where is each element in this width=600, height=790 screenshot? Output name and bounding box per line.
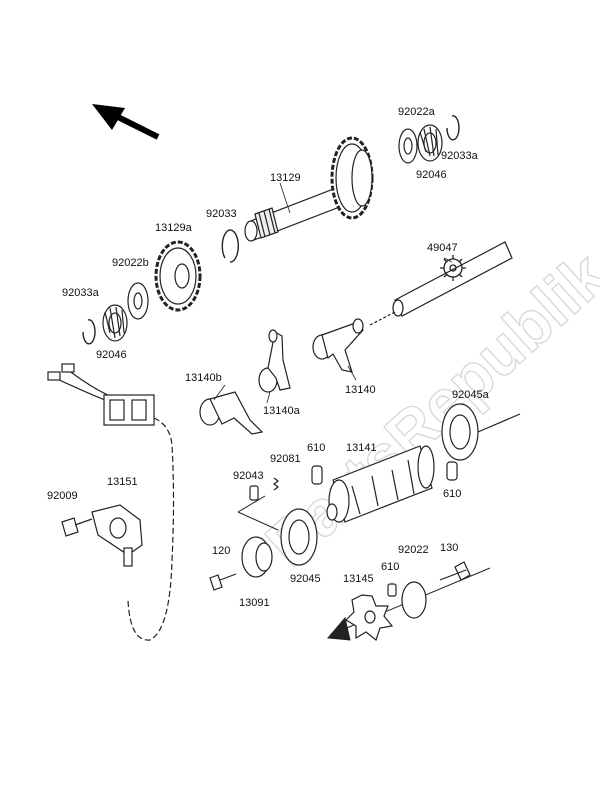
circlip-92033a-left xyxy=(82,319,96,345)
label-13145: 13145 xyxy=(343,573,374,585)
bolt-92009 xyxy=(61,517,93,537)
shift-fork-13140 xyxy=(312,318,364,373)
shift-drum-13141 xyxy=(326,445,435,523)
label-92043: 92043 xyxy=(233,470,264,482)
bolt-120 xyxy=(209,573,237,591)
label-49047: 49047 xyxy=(427,242,458,254)
pin-610-a xyxy=(311,465,323,485)
label-13151: 13151 xyxy=(107,476,138,488)
label-13141: 13141 xyxy=(346,442,377,454)
needle-bearing-92046-left xyxy=(102,304,128,342)
needle-bearing-92046-top xyxy=(417,124,443,162)
label-92022a: 92022a xyxy=(398,106,436,118)
label-92033a-left: 92033a xyxy=(62,287,100,299)
label-120: 120 xyxy=(212,545,230,557)
pin-610-b xyxy=(446,461,458,481)
pin-610-c xyxy=(387,583,397,597)
direction-arrow-icon xyxy=(92,104,160,140)
label-610-a: 610 xyxy=(307,442,325,454)
label-92045: 92045 xyxy=(290,573,321,585)
label-92022: 92022 xyxy=(398,544,429,556)
label-92009: 92009 xyxy=(47,490,78,502)
collar-13091 xyxy=(241,536,273,578)
wire-connector xyxy=(47,363,75,381)
washer-92022a xyxy=(398,128,418,164)
shift-fork-13140a xyxy=(258,329,291,393)
label-92046-left: 92046 xyxy=(96,349,127,361)
gear-icon xyxy=(440,255,466,281)
circlip-92033 xyxy=(221,229,239,263)
label-92022b: 92022b xyxy=(112,257,149,269)
sensor-13151 xyxy=(91,504,143,567)
label-13140a: 13140a xyxy=(263,405,301,417)
bearing-92045 xyxy=(280,508,318,566)
washer-92022b xyxy=(127,282,149,320)
label-13129a: 13129a xyxy=(155,222,193,234)
spring-92081 xyxy=(273,477,279,491)
label-13129: 13129 xyxy=(270,172,301,184)
gear-13129a xyxy=(154,240,202,312)
label-13140b: 13140b xyxy=(185,372,222,384)
label-610-c: 610 xyxy=(381,561,399,573)
label-13091: 13091 xyxy=(239,597,270,609)
pin-92043 xyxy=(249,485,259,501)
label-92045a: 92045a xyxy=(452,389,490,401)
label-130: 130 xyxy=(440,542,458,554)
wire-harness xyxy=(54,369,175,641)
label-92033a-top: 92033a xyxy=(441,150,479,162)
bearing-92045a xyxy=(441,403,521,461)
label-13140: 13140 xyxy=(345,384,376,396)
gear-large xyxy=(330,136,374,220)
shift-drum-star-13145 xyxy=(345,594,394,642)
plate-92022 xyxy=(401,581,427,619)
shift-fork-13140b xyxy=(199,391,264,435)
bolt-130 xyxy=(439,561,471,581)
label-92046-top: 92046 xyxy=(416,169,447,181)
label-92033: 92033 xyxy=(206,208,237,220)
circlip-92033a-top xyxy=(446,115,460,141)
label-610-b: 610 xyxy=(443,488,461,500)
label-92081: 92081 xyxy=(270,453,301,465)
leader-lines xyxy=(213,182,453,404)
